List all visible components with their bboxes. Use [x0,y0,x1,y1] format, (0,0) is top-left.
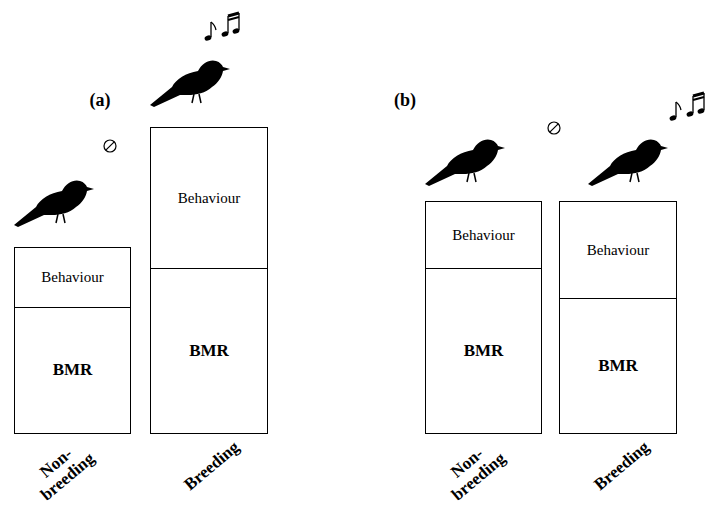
box-label: BMR [53,360,93,380]
behaviour-box: Behaviour [14,247,131,308]
box-label: Behaviour [178,190,240,207]
panel-label: (a) [90,91,111,110]
axis-category: Breeding [591,438,653,494]
song-notes [669,93,705,122]
behaviour-box: Behaviour [425,201,542,269]
box-label: BMR [598,356,638,376]
bmr-box: BMR [425,268,542,435]
bmr-box: BMR [150,268,268,435]
box-label: BMR [189,341,229,361]
axis-category: Non- breeding [435,434,512,506]
panel-label: (b) [394,91,416,110]
bird-silhouette [150,60,230,107]
bmr-box: BMR [559,298,677,435]
box-label: Behaviour [587,242,649,259]
behaviour-box: Behaviour [559,201,677,299]
bird-silhouette [425,139,505,186]
axis-category: Non- breeding [24,434,101,506]
bmr-box: BMR [14,307,131,435]
no-song-symbol [548,122,560,134]
bird-silhouette [14,180,94,227]
box-label: Behaviour [452,227,514,244]
bird-silhouette [588,139,668,186]
song-notes [204,13,240,42]
no-song-symbol [104,140,116,152]
axis-category: Breeding [181,438,243,494]
box-label: BMR [464,341,504,361]
box-label: Behaviour [41,269,103,286]
behaviour-box: Behaviour [150,127,268,269]
